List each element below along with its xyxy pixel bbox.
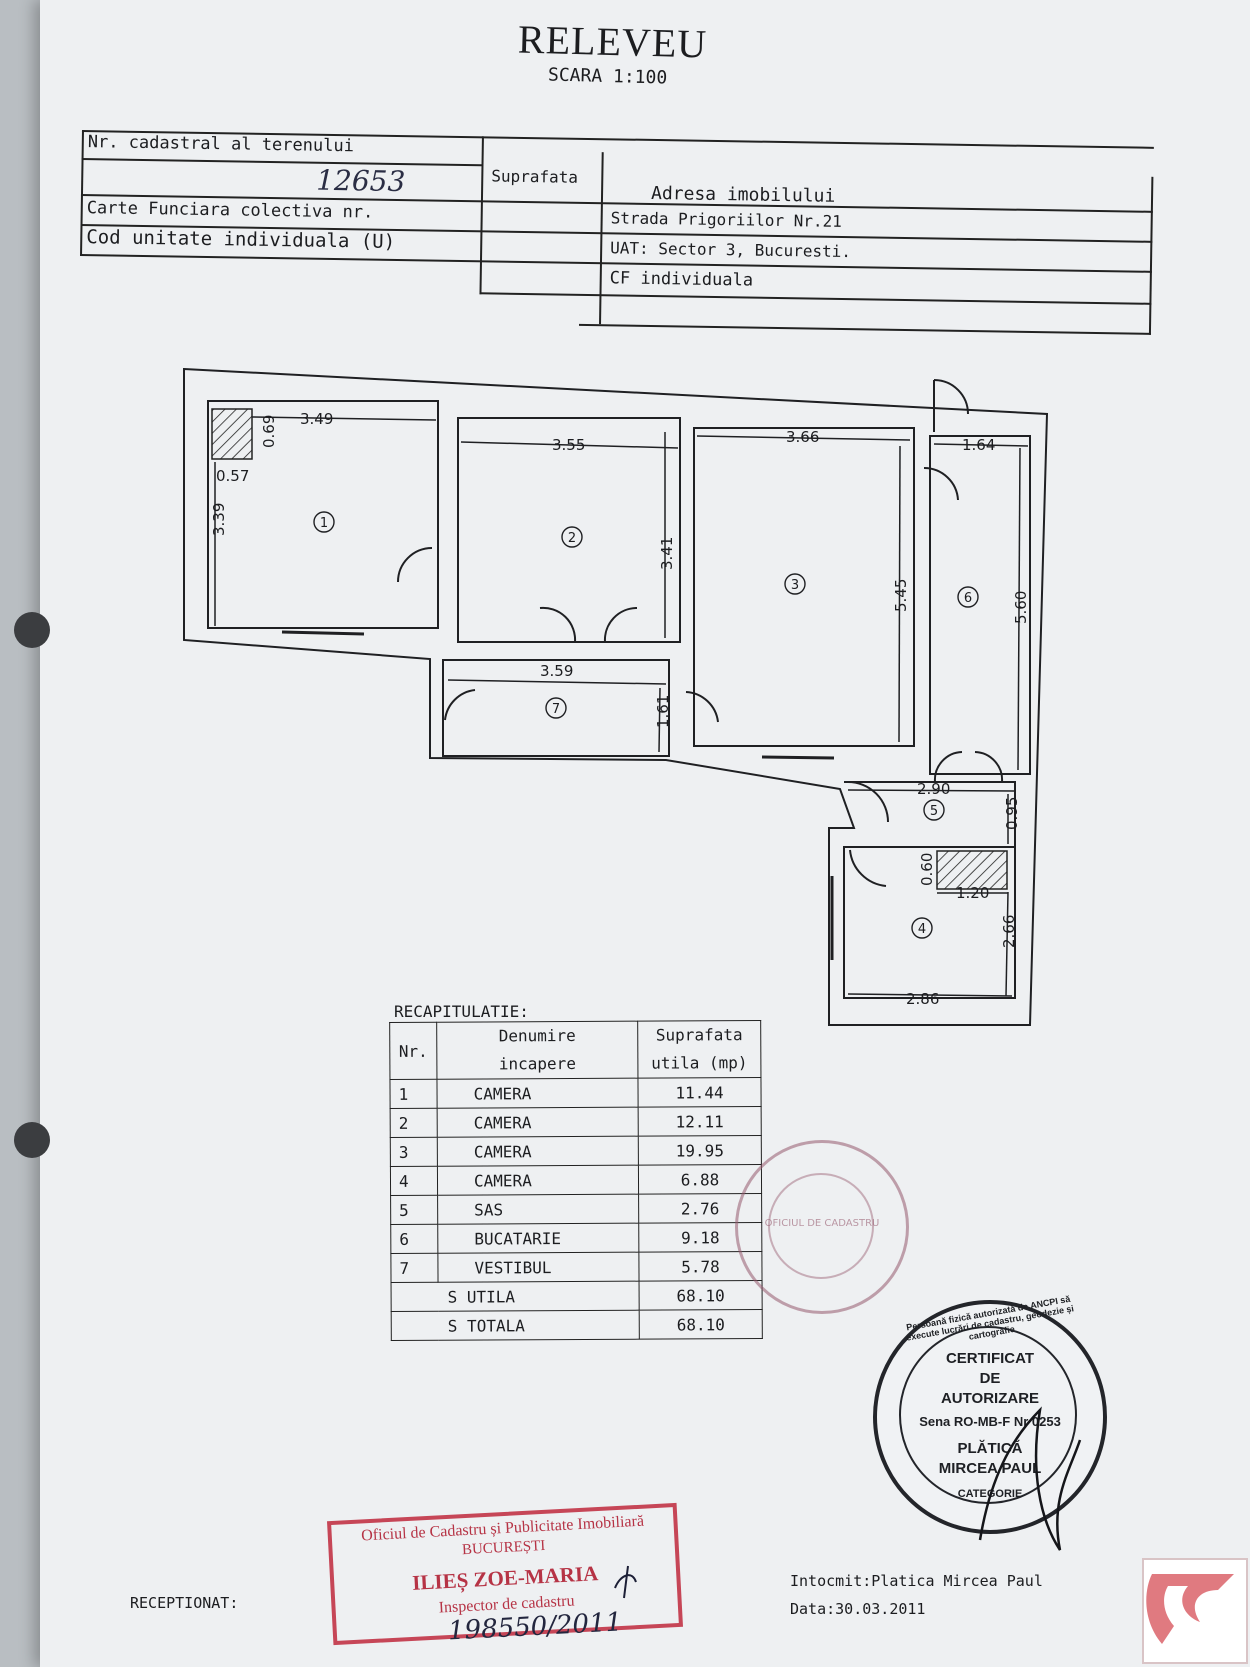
dimension-line bbox=[447, 679, 667, 685]
room-number: 6 bbox=[964, 591, 972, 606]
outer-wall bbox=[183, 367, 1049, 1026]
door-arc bbox=[603, 606, 638, 643]
shaft-hatch bbox=[211, 408, 253, 460]
room-number: 4 bbox=[918, 922, 926, 937]
dim-label: 3.55 bbox=[552, 436, 585, 454]
dimension-line bbox=[251, 416, 437, 421]
door-arc bbox=[685, 691, 719, 723]
room-2-outline bbox=[457, 417, 681, 643]
door-arc bbox=[933, 379, 969, 415]
door-arc bbox=[849, 849, 887, 887]
dim-label: 0.60 bbox=[918, 853, 936, 886]
logo-icon bbox=[1146, 1574, 1234, 1644]
dim-label: 3.41 bbox=[658, 537, 676, 570]
room-3-outline bbox=[693, 427, 915, 747]
receptionat-label: RECEPTIONAT: bbox=[130, 1594, 239, 1612]
window bbox=[761, 755, 835, 760]
room-number: 7 bbox=[552, 702, 560, 717]
door-arc bbox=[397, 547, 433, 583]
dim-label: 1.61 bbox=[654, 695, 672, 728]
punch-hole bbox=[14, 1122, 50, 1158]
dim-label: 5.60 bbox=[1012, 591, 1030, 624]
door-arc bbox=[847, 781, 889, 823]
dimension-line bbox=[898, 445, 901, 743]
dimension-line bbox=[658, 687, 661, 753]
room-6-outline bbox=[929, 435, 1031, 775]
room-4-outline bbox=[843, 846, 1016, 999]
dimension-line bbox=[847, 789, 1015, 792]
room-7-outline bbox=[442, 659, 670, 757]
round-stamp: OFICIUL DE CADASTRU bbox=[735, 1140, 909, 1314]
background-page bbox=[0, 0, 40, 1667]
recap-title: RECAPITULATIE: bbox=[394, 1002, 529, 1021]
room-number: 3 bbox=[791, 578, 799, 593]
dimension-line bbox=[847, 993, 1013, 997]
door-arc bbox=[444, 689, 476, 721]
dim-label: 0.95 bbox=[1003, 797, 1021, 830]
dim-label: 0.57 bbox=[216, 467, 249, 485]
dimension-line bbox=[1017, 447, 1021, 771]
shaft-hatch bbox=[936, 850, 1008, 890]
dimension-line bbox=[460, 441, 679, 449]
dim-label: 0.69 bbox=[260, 415, 278, 448]
dim-label: 3.59 bbox=[540, 662, 573, 680]
room-number: 2 bbox=[568, 531, 576, 546]
dim-label: 1.20 bbox=[956, 884, 989, 902]
date-label: Data:30.03.2011 bbox=[790, 1600, 926, 1618]
room-number: 1 bbox=[320, 516, 328, 531]
room-5-outline bbox=[844, 781, 1016, 847]
punch-hole bbox=[14, 612, 50, 648]
door-arc bbox=[923, 466, 959, 501]
dim-label: 3.49 bbox=[300, 410, 333, 428]
dim-label: 2.66 bbox=[1000, 915, 1018, 948]
room-number: 5 bbox=[930, 804, 938, 819]
door-arc bbox=[933, 751, 963, 783]
door-arc bbox=[974, 751, 1004, 783]
dimension-line bbox=[696, 435, 911, 441]
corner-logo bbox=[1142, 1558, 1248, 1664]
window bbox=[281, 630, 365, 636]
dim-label: 1.64 bbox=[962, 436, 995, 454]
door-arc bbox=[539, 606, 577, 643]
dim-label: 2.90 bbox=[917, 780, 950, 798]
dimension-line bbox=[1005, 891, 1009, 997]
dimension-line bbox=[933, 443, 1029, 447]
dim-label: 5.45 bbox=[892, 579, 910, 612]
intocmit-label: Intocmit:Platica Mircea Paul bbox=[790, 1572, 1043, 1590]
dim-label: 3.66 bbox=[786, 428, 819, 446]
dim-label: 2.86 bbox=[906, 990, 939, 1008]
room-1-outline bbox=[207, 400, 439, 629]
dim-label: 3.39 bbox=[210, 503, 228, 536]
